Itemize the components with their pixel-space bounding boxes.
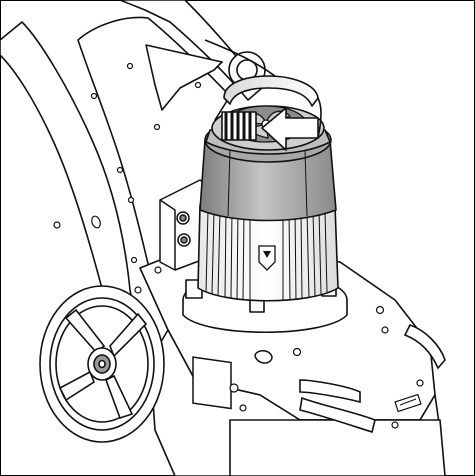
motor-cooling-ribs: [205, 209, 328, 301]
side-handle: [299, 324, 446, 434]
deck-bolts: [134, 266, 424, 429]
motor: [182, 204, 348, 334]
deck-slot: [254, 350, 273, 364]
motor-emblem-icon: [258, 245, 276, 271]
frame-rivets: [53, 62, 202, 264]
warning-label-icon: [394, 393, 422, 413]
type-plate: [192, 356, 232, 410]
rotation-direction-arrow-icon: [221, 75, 322, 151]
wheel: [39, 285, 165, 443]
